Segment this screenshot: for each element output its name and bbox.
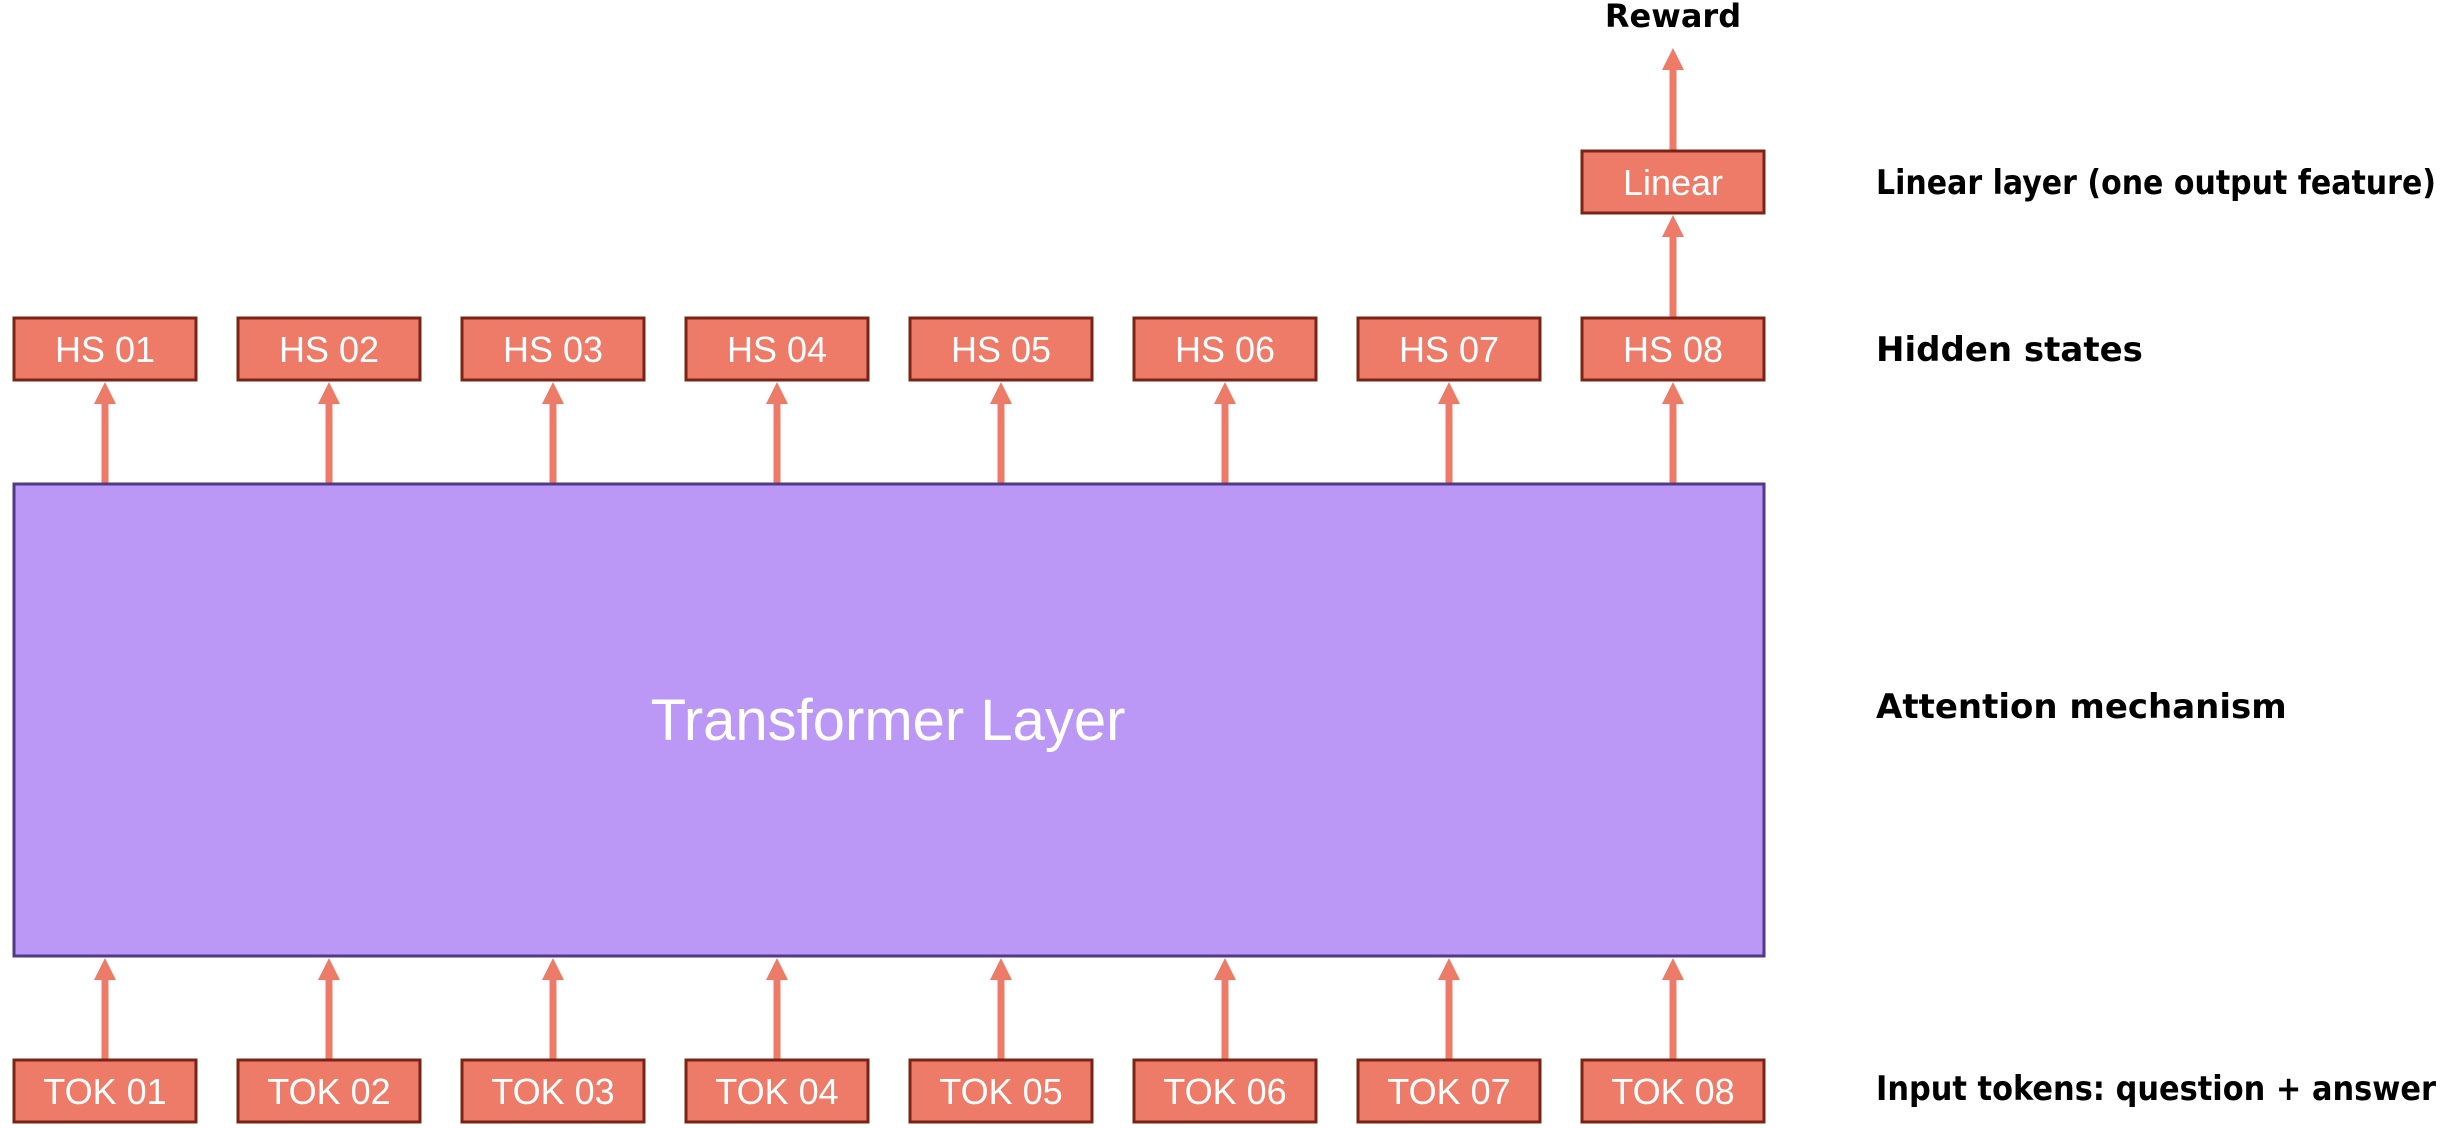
hidden-state-box-1-rect	[12, 316, 198, 382]
arrow-token-to-transformer-2-head	[318, 958, 340, 980]
linear-box	[1580, 149, 1766, 215]
input-token-box-4-rect	[684, 1058, 870, 1124]
arrow-token-to-transformer-7	[1438, 958, 1460, 1060]
arrow-hs-to-linear-head	[1662, 215, 1684, 237]
arrow-transformer-to-hs-8-head	[1662, 382, 1684, 404]
input-token-box-2: TOK 02	[236, 1058, 422, 1124]
arrow-token-to-transformer-1	[94, 958, 116, 1060]
transformer-layer-label: Transformer Layer	[651, 688, 1126, 753]
input-token-box-1-label: TOK 01	[43, 1071, 166, 1112]
hidden-state-box-5-rect	[908, 316, 1094, 382]
arrow-transformer-to-hs-5-head	[990, 382, 1012, 404]
arrow-token-to-transformer-5-head	[990, 958, 1012, 980]
hidden-state-box-2-rect	[236, 316, 422, 382]
input-token-box-7: TOK 07	[1356, 1058, 1542, 1124]
arrow-token-to-transformer-8-head	[1662, 958, 1684, 980]
hidden-state-box-6: HS 06	[1132, 316, 1318, 382]
arrow-transformer-to-hs-5	[990, 382, 1012, 484]
input-tokens-group: TOK 01 TOK 02 TOK 03 TOK 04 TOK 05 TOK 06 TOK …	[12, 1058, 1766, 1124]
arrow-token-to-transformer-6-head	[1214, 958, 1236, 980]
arrow-transformer-to-hs-1	[94, 382, 116, 484]
arrow-transformer-to-hs-4	[766, 382, 788, 484]
hidden-state-box-8: HS 08	[1580, 316, 1766, 382]
hidden-state-box-3-rect	[460, 316, 646, 382]
hidden-state-box-7-label: HS 07	[1399, 329, 1499, 370]
arrow-token-to-transformer-1-head	[94, 958, 116, 980]
arrow-token-to-transformer-5	[990, 958, 1012, 1060]
hidden-states-group: HS 01 HS 02 HS 03 HS 04 HS 05 HS 06 HS 07 HS 08	[12, 316, 1766, 382]
arrow-token-to-transformer-8	[1662, 958, 1684, 1060]
side-label-linear-layer: Linear layer (one output feature)	[1876, 163, 2436, 203]
hidden-state-box-6-label: HS 06	[1175, 329, 1275, 370]
input-token-box-1-rect	[12, 1058, 198, 1124]
input-token-box-1: TOK 01	[12, 1058, 198, 1124]
arrow-transformer-to-hs-2	[318, 382, 340, 484]
input-token-box-5-rect	[908, 1058, 1094, 1124]
input-token-box-6: TOK 06	[1132, 1058, 1318, 1124]
hidden-state-box-8-label: HS 08	[1623, 329, 1723, 370]
arrow-transformer-to-hs-7	[1438, 382, 1460, 484]
hidden-state-box-8-rect	[1580, 316, 1766, 382]
input-token-box-3-rect	[460, 1058, 646, 1124]
arrow-transformer-to-hs-3	[542, 382, 564, 484]
hidden-state-box-2: HS 02	[236, 316, 422, 382]
arrow-token-to-transformer-7-head	[1438, 958, 1460, 980]
hidden-state-box-2-label: HS 02	[279, 329, 379, 370]
input-token-box-8-label: TOK 08	[1611, 1071, 1734, 1112]
input-token-box-6-label: TOK 06	[1163, 1071, 1286, 1112]
linear-label: Linear	[1623, 162, 1723, 203]
arrow-transformer-to-hs-7-head	[1438, 382, 1460, 404]
arrow-transformer-to-hs-1-head	[94, 382, 116, 404]
input-token-box-3: TOK 03	[460, 1058, 646, 1124]
arrow-transformer-to-hs-6-head	[1214, 382, 1236, 404]
transformer-layer-box	[12, 482, 1766, 958]
hidden-state-box-1: HS 01	[12, 316, 198, 382]
input-token-box-6-rect	[1132, 1058, 1318, 1124]
input-token-box-5-label: TOK 05	[939, 1071, 1062, 1112]
input-token-box-3-label: TOK 03	[491, 1071, 614, 1112]
arrow-token-to-transformer-4-head	[766, 958, 788, 980]
arrow-linear-to-reward-head	[1662, 48, 1684, 70]
arrow-token-to-transformer-3-head	[542, 958, 564, 980]
hidden-state-box-6-rect	[1132, 316, 1318, 382]
arrow-hs-to-linear	[1662, 215, 1684, 318]
hidden-state-box-4-label: HS 04	[727, 329, 827, 370]
arrow-token-to-transformer-2	[318, 958, 340, 1060]
arrow-transformer-to-hs-8	[1662, 382, 1684, 484]
hidden-state-box-5: HS 05	[908, 316, 1094, 382]
arrow-transformer-to-hs-2-head	[318, 382, 340, 404]
arrows-group	[94, 48, 1684, 1060]
arrow-linear-to-reward	[1662, 48, 1684, 151]
input-token-box-4: TOK 04	[684, 1058, 870, 1124]
hidden-state-box-7-rect	[1356, 316, 1542, 382]
hidden-state-box-1-label: HS 01	[55, 329, 155, 370]
hidden-state-box-5-label: HS 05	[951, 329, 1051, 370]
input-token-box-8: TOK 08	[1580, 1058, 1766, 1124]
input-token-box-7-rect	[1356, 1058, 1542, 1124]
arrow-transformer-to-hs-3-head	[542, 382, 564, 404]
hidden-state-box-7: HS 07	[1356, 316, 1542, 382]
arrow-transformer-to-hs-6	[1214, 382, 1236, 484]
reward-label: Reward	[1605, 0, 1741, 35]
input-token-box-2-label: TOK 02	[267, 1071, 390, 1112]
hidden-state-box-4-rect	[684, 316, 870, 382]
input-token-box-2-rect	[236, 1058, 422, 1124]
side-label-input-tokens: Input tokens: question + answer	[1876, 1069, 2436, 1109]
side-label-hidden-states: Hidden states	[1876, 330, 2143, 370]
input-token-box-5: TOK 05	[908, 1058, 1094, 1124]
arrow-token-to-transformer-6	[1214, 958, 1236, 1060]
arrow-token-to-transformer-4	[766, 958, 788, 1060]
arrow-token-to-transformer-3	[542, 958, 564, 1060]
hidden-state-box-3-label: HS 03	[503, 329, 603, 370]
input-token-box-8-rect	[1580, 1058, 1766, 1124]
input-token-box-7-label: TOK 07	[1387, 1071, 1510, 1112]
input-token-box-4-label: TOK 04	[715, 1071, 838, 1112]
hidden-state-box-4: HS 04	[684, 316, 870, 382]
side-label-attention-mechanism: Attention mechanism	[1876, 687, 2287, 727]
hidden-state-box-3: HS 03	[460, 316, 646, 382]
arrow-transformer-to-hs-4-head	[766, 382, 788, 404]
